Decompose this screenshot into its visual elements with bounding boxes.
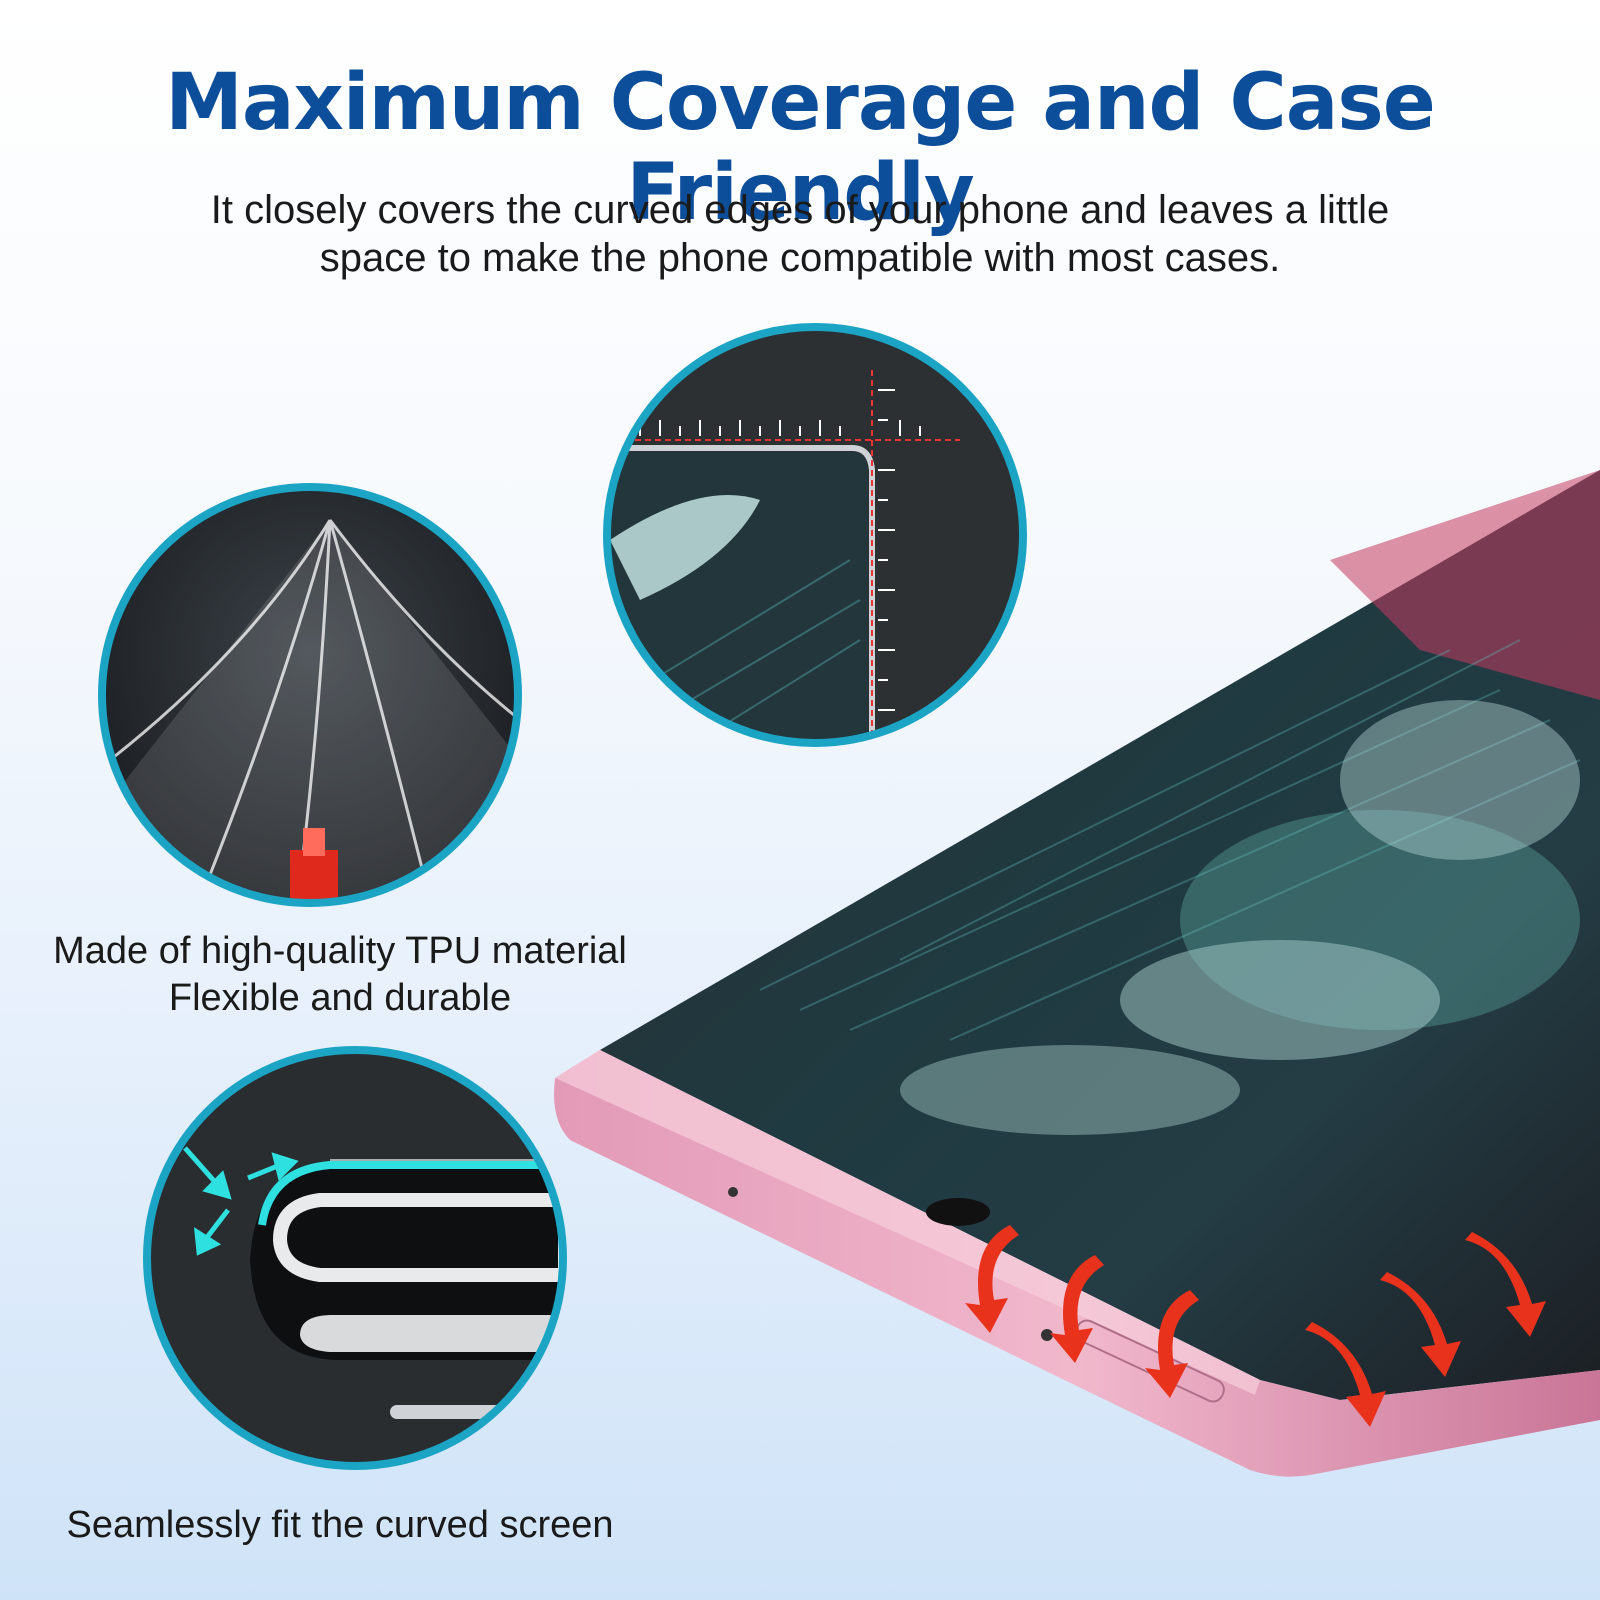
feature-tpu-line-2: Flexible and durable	[168, 977, 512, 1019]
wallpaper-splash	[900, 700, 1580, 1135]
page-subtitle: It closely covers the curved edges of yo…	[100, 186, 1500, 282]
subtitle-line-2: space to make the phone compatible with …	[319, 236, 1281, 280]
tpu-film-icon	[98, 483, 522, 907]
phone-illustration	[554, 470, 1600, 1477]
edge-measurement-icon	[603, 323, 1027, 747]
page-title: Maximum Coverage and Case Friendly	[165, 58, 1435, 238]
feature-tpu-line-1: Made of high-quality TPU material	[53, 930, 627, 972]
curved-edge-icon	[143, 1046, 567, 1470]
red-arrows-icon	[965, 1225, 1546, 1427]
feature-caption-tpu: Made of high-quality TPU material Flexib…	[40, 928, 640, 1022]
feature-caption-curved: Seamlessly fit the curved screen	[40, 1502, 640, 1549]
feature-curved-line-1: Seamlessly fit the curved screen	[66, 1504, 614, 1546]
subtitle-line-1: It closely covers the curved edges of yo…	[210, 188, 1390, 232]
cyan-arrows-icon	[183, 1146, 299, 1256]
